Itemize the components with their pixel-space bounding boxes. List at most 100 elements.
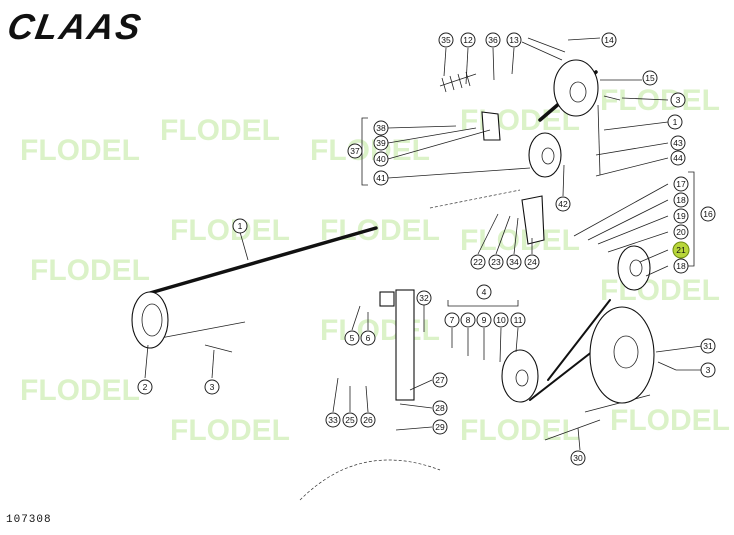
spring-35 [441,71,471,93]
callout-12[interactable]: 12 [460,32,476,48]
svg-text:3: 3 [210,382,215,392]
callout-25[interactable]: 25 [342,412,358,428]
callout-41[interactable]: 41 [373,170,389,186]
watermark: FLODEL [170,414,290,447]
watermark: FLODEL [20,134,140,167]
watermark: FLODEL [30,254,150,287]
callout-14[interactable]: 14 [601,32,617,48]
callout-27[interactable]: 27 [432,372,448,388]
callout-31[interactable]: 31 [700,338,716,354]
leader-22 [477,213,499,255]
belt-bottom [544,394,651,441]
callout-3[interactable]: 3 [204,379,220,395]
callout-32[interactable]: 32 [416,290,432,306]
callout-30[interactable]: 30 [570,450,586,466]
svg-text:1: 1 [673,117,678,127]
leader-13 [511,47,515,75]
callout-35[interactable]: 35 [438,32,454,48]
callout-44[interactable]: 44 [670,150,686,166]
watermark: FLODEL [600,274,720,307]
callout-15[interactable]: 15 [642,70,658,86]
watermark: FLODEL [460,414,580,447]
callout-36[interactable]: 36 [485,32,501,48]
leader-35 [443,47,447,77]
callout-9[interactable]: 9 [476,312,492,328]
svg-text:FLODEL: FLODEL [600,274,720,307]
leader-1 [239,231,249,261]
svg-text:14: 14 [604,35,614,45]
svg-text:FLODEL: FLODEL [460,104,580,137]
callout-8[interactable]: 8 [460,312,476,328]
callout-13[interactable]: 13 [506,32,522,48]
svg-text:28: 28 [435,403,445,413]
callout-3[interactable]: 3 [670,92,686,108]
leader-17 [573,183,669,237]
callout-16[interactable]: 16 [700,206,716,222]
callout-1[interactable]: 1 [667,114,683,130]
rod-12 [439,73,477,87]
callout-20[interactable]: 20 [673,224,689,240]
leader-lines [144,37,703,451]
callout-10[interactable]: 10 [493,312,509,328]
bolt-3-top [603,95,621,101]
callout-22[interactable]: 22 [470,254,486,270]
callout-4[interactable]: 4 [476,284,492,300]
callout-18[interactable]: 18 [673,258,689,274]
leader-18-bottom [645,265,669,277]
callout-43[interactable]: 43 [670,135,686,151]
leader-11 [515,327,519,353]
callout-5[interactable]: 5 [344,330,360,346]
callout-33[interactable]: 33 [325,412,341,428]
callout-24[interactable]: 24 [524,254,540,270]
callout-11[interactable]: 11 [510,312,526,328]
svg-text:19: 19 [676,211,686,221]
bracket-4 [447,300,519,307]
leader-36 [492,47,495,81]
leader-30 [577,427,581,451]
svg-text:5: 5 [350,333,355,343]
leader-27 [409,379,433,391]
callout-21-highlighted[interactable]: 21 [672,241,690,259]
svg-text:20: 20 [676,227,686,237]
leader-43 [595,142,669,156]
leader-41 [387,167,531,179]
callout-18[interactable]: 18 [673,192,689,208]
leader-10 [499,327,502,363]
svg-text:36: 36 [488,35,498,45]
callout-7[interactable]: 7 [444,312,460,328]
svg-text:4: 4 [482,287,487,297]
leader-18-top [587,199,669,241]
callout-1[interactable]: 1 [232,218,248,234]
svg-text:8: 8 [466,315,471,325]
callout-29[interactable]: 29 [432,419,448,435]
callout-2[interactable]: 2 [137,379,153,395]
callout-19[interactable]: 19 [673,208,689,224]
callout-3[interactable]: 3 [700,362,716,378]
pulley-11 [501,349,539,403]
callout-40[interactable]: 40 [373,151,389,167]
callout-34[interactable]: 34 [506,254,522,270]
watermark: FLODEL [460,104,580,137]
callout-17[interactable]: 17 [673,176,689,192]
callout-28[interactable]: 28 [432,400,448,416]
watermark: FLODEL [320,314,440,347]
svg-text:FLODEL: FLODEL [160,114,280,147]
bracket-tab [379,291,395,307]
callout-26[interactable]: 26 [360,412,376,428]
pulley-41 [528,132,562,178]
svg-text:34: 34 [509,257,519,267]
parts [131,59,677,501]
callout-6[interactable]: 6 [360,330,376,346]
callout-37[interactable]: 37 [347,143,363,159]
callout-42[interactable]: 42 [555,196,571,212]
svg-text:FLODEL: FLODEL [170,214,290,247]
watermark: FLODEL [20,374,140,407]
callout-23[interactable]: 23 [488,254,504,270]
svg-text:24: 24 [527,257,537,267]
callout-38[interactable]: 38 [373,120,389,136]
svg-text:44: 44 [673,153,683,163]
callout-39[interactable]: 39 [373,135,389,151]
leader-40 [387,129,491,160]
